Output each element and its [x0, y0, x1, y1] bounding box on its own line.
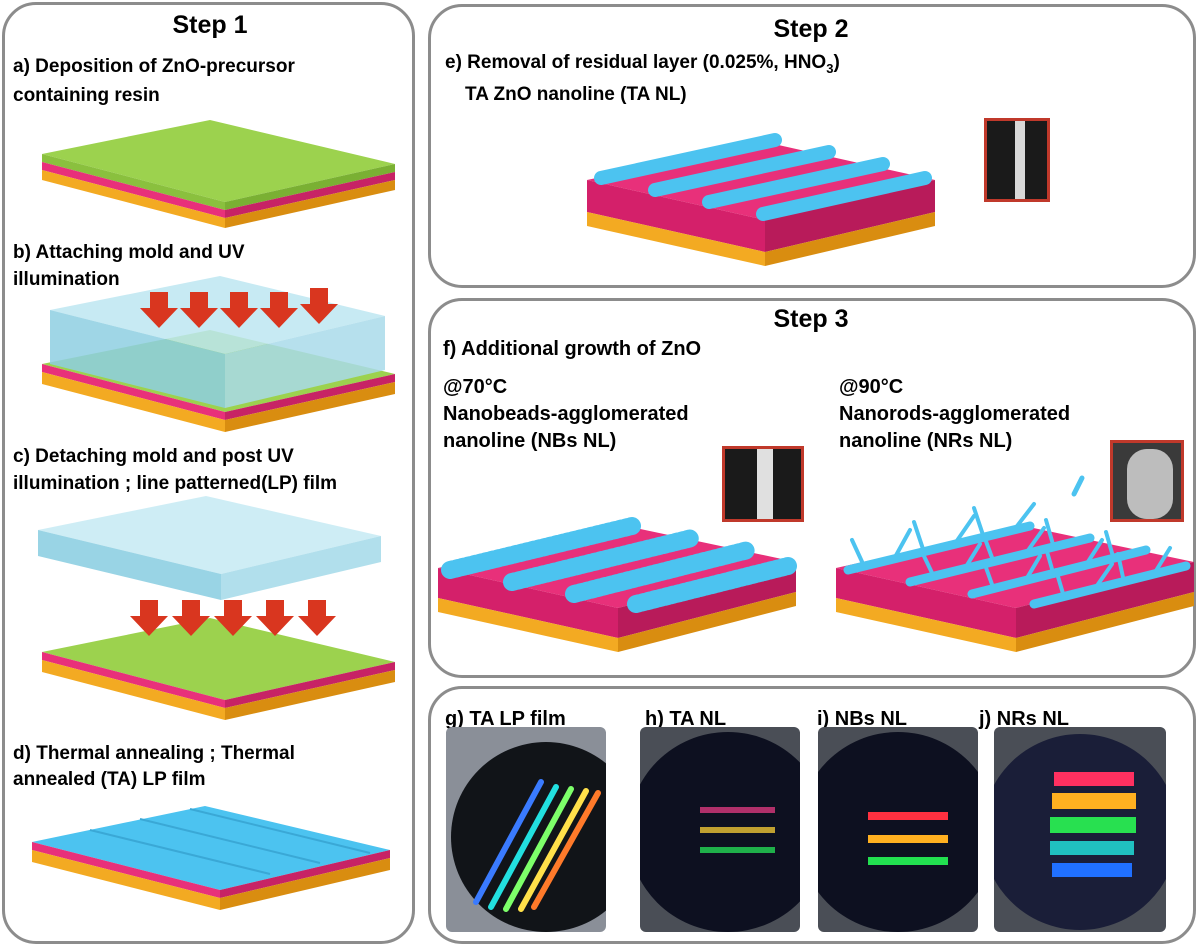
label-d-line1: d) Thermal annealing ; Thermal [13, 743, 295, 764]
label-b-line1: b) Attaching mold and UV [13, 242, 245, 263]
sem-image-nbs-nl [722, 446, 804, 522]
label-f: f) Additional growth of ZnO [443, 338, 702, 360]
diagram-c-mold [38, 496, 381, 600]
photo-nbs-nl [818, 727, 978, 932]
label-c-line1: c) Detaching mold and post UV [13, 446, 294, 467]
step3-title: Step 3 [773, 305, 849, 333]
label-left-line2: nanoline (NBs NL) [443, 430, 617, 452]
label-j: j) NRs NL [979, 708, 1069, 730]
diagram-nrs-nl [836, 475, 1194, 652]
label-left-temp: @70°C [443, 376, 508, 398]
diagram-a [42, 120, 395, 228]
label-h: h) TA NL [645, 708, 727, 730]
label-g: g) TA LP film [445, 708, 566, 730]
label-i: i) NBs NL [817, 708, 907, 730]
label-e-line2: TA ZnO nanoline (TA NL) [465, 84, 687, 105]
photo-ta-lp-film [446, 727, 606, 932]
label-b-line2: illumination [13, 269, 120, 290]
step2-title: Step 2 [773, 15, 849, 43]
label-e-sub: 3 [826, 60, 834, 76]
label-e-end: ) [833, 52, 840, 73]
label-right-line2: nanoline (NRs NL) [839, 430, 1013, 452]
diagram-nbs-nl [438, 517, 797, 652]
label-e-line1: e) Removal of residual layer (0.025%, HN… [445, 51, 840, 81]
sem-image-ta-nl [984, 118, 1050, 202]
label-right-temp: @90°C [839, 376, 904, 398]
label-e-main: e) Removal of residual layer (0.025%, HN… [445, 52, 827, 73]
label-left-line1: Nanobeads-agglomerated [443, 403, 689, 425]
label-a-line1: a) Deposition of ZnO-precursor [13, 56, 295, 77]
sem-image-nrs-nl [1110, 440, 1184, 522]
diagram-e-nanolines [587, 133, 935, 266]
step1-title: Step 1 [172, 11, 248, 39]
photo-nrs-nl [994, 727, 1166, 932]
uv-arrows [140, 288, 338, 328]
label-a-line2: containing resin [13, 85, 160, 106]
label-d-line2: annealed (TA) LP film [13, 769, 206, 790]
diagram-d [32, 806, 390, 910]
diagram-b [42, 276, 395, 432]
photo-ta-nl [640, 727, 800, 932]
label-right-line1: Nanorods-agglomerated [839, 403, 1071, 425]
diagram-c-film [42, 600, 395, 720]
label-c-line2: illumination ; line patterned(LP) film [13, 473, 338, 494]
